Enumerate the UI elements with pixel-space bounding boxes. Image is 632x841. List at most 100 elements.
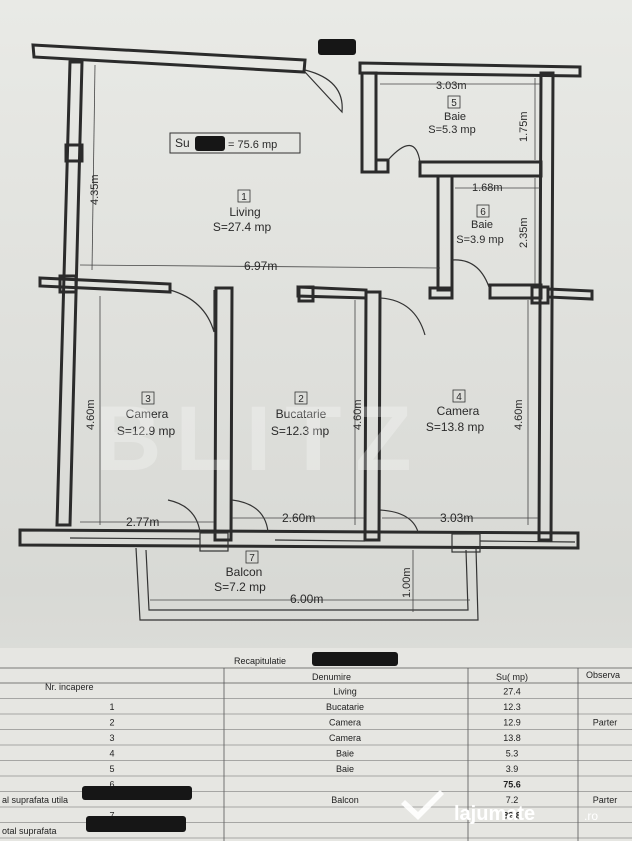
dim-label: 6.97m — [244, 259, 277, 273]
dim-label: 3.03m — [436, 80, 467, 92]
room-number: 1 — [241, 192, 247, 203]
redaction — [195, 136, 225, 151]
wall-bath6-bottom — [488, 283, 543, 300]
table-cell-nr: 7 — [109, 811, 114, 821]
table-cell-su: 7.2 — [506, 795, 519, 805]
col-header: Observa — [586, 670, 620, 680]
total-label: Su — [175, 136, 190, 150]
wall-bath5-left — [360, 71, 378, 174]
wall-left-outer — [55, 60, 84, 527]
wall-right-ext — [546, 287, 594, 301]
column-left — [64, 143, 84, 163]
dimension-lines — [79, 64, 540, 612]
table-cell-den: Balcon — [331, 795, 359, 805]
room-number: 2 — [298, 394, 304, 405]
table-cell-nr: otal suprafata — [2, 826, 57, 836]
wall-bath6-left — [436, 174, 454, 292]
table-cell-su: 12.9 — [503, 718, 521, 728]
wall-bath5-bottom — [374, 158, 390, 174]
redaction — [82, 786, 192, 800]
room-name: Bucatarie — [276, 407, 327, 421]
room-2-kitchen: 2 Bucatarie S=12.3 mp — [271, 391, 330, 438]
dim-label: 1.00m — [401, 567, 413, 598]
table-cell-nr: 2 — [109, 718, 114, 728]
table-cell-su: 5.3 — [506, 749, 519, 759]
table-cell-nr: 3 — [109, 733, 114, 743]
table-cell-obs: Parter — [593, 795, 618, 805]
redaction — [318, 39, 356, 55]
wall-right-outer — [537, 71, 555, 542]
table-cell-nr: 5 — [109, 764, 114, 774]
col-header: Su( mp) — [496, 672, 528, 682]
total-area-box: Su = 75.6 mp — [169, 132, 301, 154]
recap-table: Recapitulatie Nr. incapere Denumire Su( … — [0, 648, 632, 841]
redaction — [86, 816, 186, 832]
room-area: S=13.8 mp — [426, 420, 485, 434]
room-area: S=27.4 mp — [213, 220, 272, 234]
wall-top-bath — [358, 61, 582, 78]
table-cell-den: Camera — [329, 718, 361, 728]
table-cell-su: 27.4 — [503, 687, 521, 697]
room-name: Living — [229, 205, 260, 219]
dim-label: 3.03m — [440, 511, 473, 525]
column-mid-left — [58, 274, 78, 294]
room-number: 6 — [480, 207, 486, 218]
table-cell-obs: Parter — [593, 718, 618, 728]
wall-kitchen-camera4 — [363, 290, 382, 542]
dim-label: 4.60m — [352, 399, 364, 430]
table-cell-den: Living — [333, 687, 357, 697]
logo-suffix: .ro — [584, 809, 598, 823]
table-title: Recapitulatie — [234, 656, 286, 666]
room-name: Camera — [437, 404, 480, 418]
room-area: S=12.3 mp — [271, 424, 330, 438]
table-cell-nr: 6 — [109, 780, 114, 790]
wall-camera3-kitchen — [213, 286, 234, 542]
door-swings — [167, 69, 491, 533]
room-area: S=5.3 mp — [428, 124, 475, 136]
dim-label: 1.68m — [472, 182, 503, 194]
room-name: Baie — [444, 111, 466, 123]
room-name: Camera — [126, 407, 169, 421]
table-cell-su: 82.8 — [503, 811, 521, 821]
windows — [69, 532, 576, 553]
room-number: 7 — [249, 553, 255, 564]
table-cell-den: Baie — [336, 749, 354, 759]
wall-kitchen-top — [296, 285, 368, 300]
balcony-inner — [145, 549, 469, 611]
room-name: Balcon — [226, 565, 263, 579]
wall-bath-mid — [418, 160, 543, 178]
column-kitchen — [297, 285, 315, 303]
balcony-outline — [135, 547, 479, 621]
dim-label: 1.75m — [518, 111, 530, 142]
wall-top-living — [31, 43, 307, 74]
table-cell-nr: 1 — [109, 702, 114, 712]
dim-label: 4.60m — [513, 399, 525, 430]
total-value: = 75.6 mp — [228, 139, 277, 151]
wall-bottom — [18, 528, 580, 550]
room-number: 5 — [451, 98, 457, 109]
room-name: Baie — [471, 219, 493, 231]
room-6-baie: 6 Baie S=3.9 mp — [456, 204, 504, 246]
watermark: BLITZ — [95, 388, 426, 490]
room-area: S=3.9 mp — [456, 234, 503, 246]
table-cell-nr: 4 — [109, 749, 114, 759]
walls — [18, 43, 594, 621]
room-area: S=7.2 mp — [214, 580, 266, 594]
redaction — [312, 652, 398, 666]
table-cell-den: Camera — [329, 733, 361, 743]
table-cell-den: Baie — [336, 764, 354, 774]
room-7-balcon: 7 Balcon S=7.2 mp — [214, 550, 266, 594]
table-cell-su: 75.6 — [503, 780, 521, 790]
room-5-baie: 5 Baie S=5.3 mp — [428, 95, 476, 136]
room-number: 3 — [145, 394, 151, 405]
dim-label: 4.60m — [85, 399, 97, 430]
site-logo: lajumate .ro — [401, 790, 598, 825]
room-4-camera: 4 Camera S=13.8 mp — [426, 389, 485, 434]
dim-label: 2.60m — [282, 511, 315, 525]
wall-bath6-stub — [428, 286, 454, 300]
col-header: Denumire — [312, 672, 351, 682]
table-cell-su: 3.9 — [506, 764, 519, 774]
